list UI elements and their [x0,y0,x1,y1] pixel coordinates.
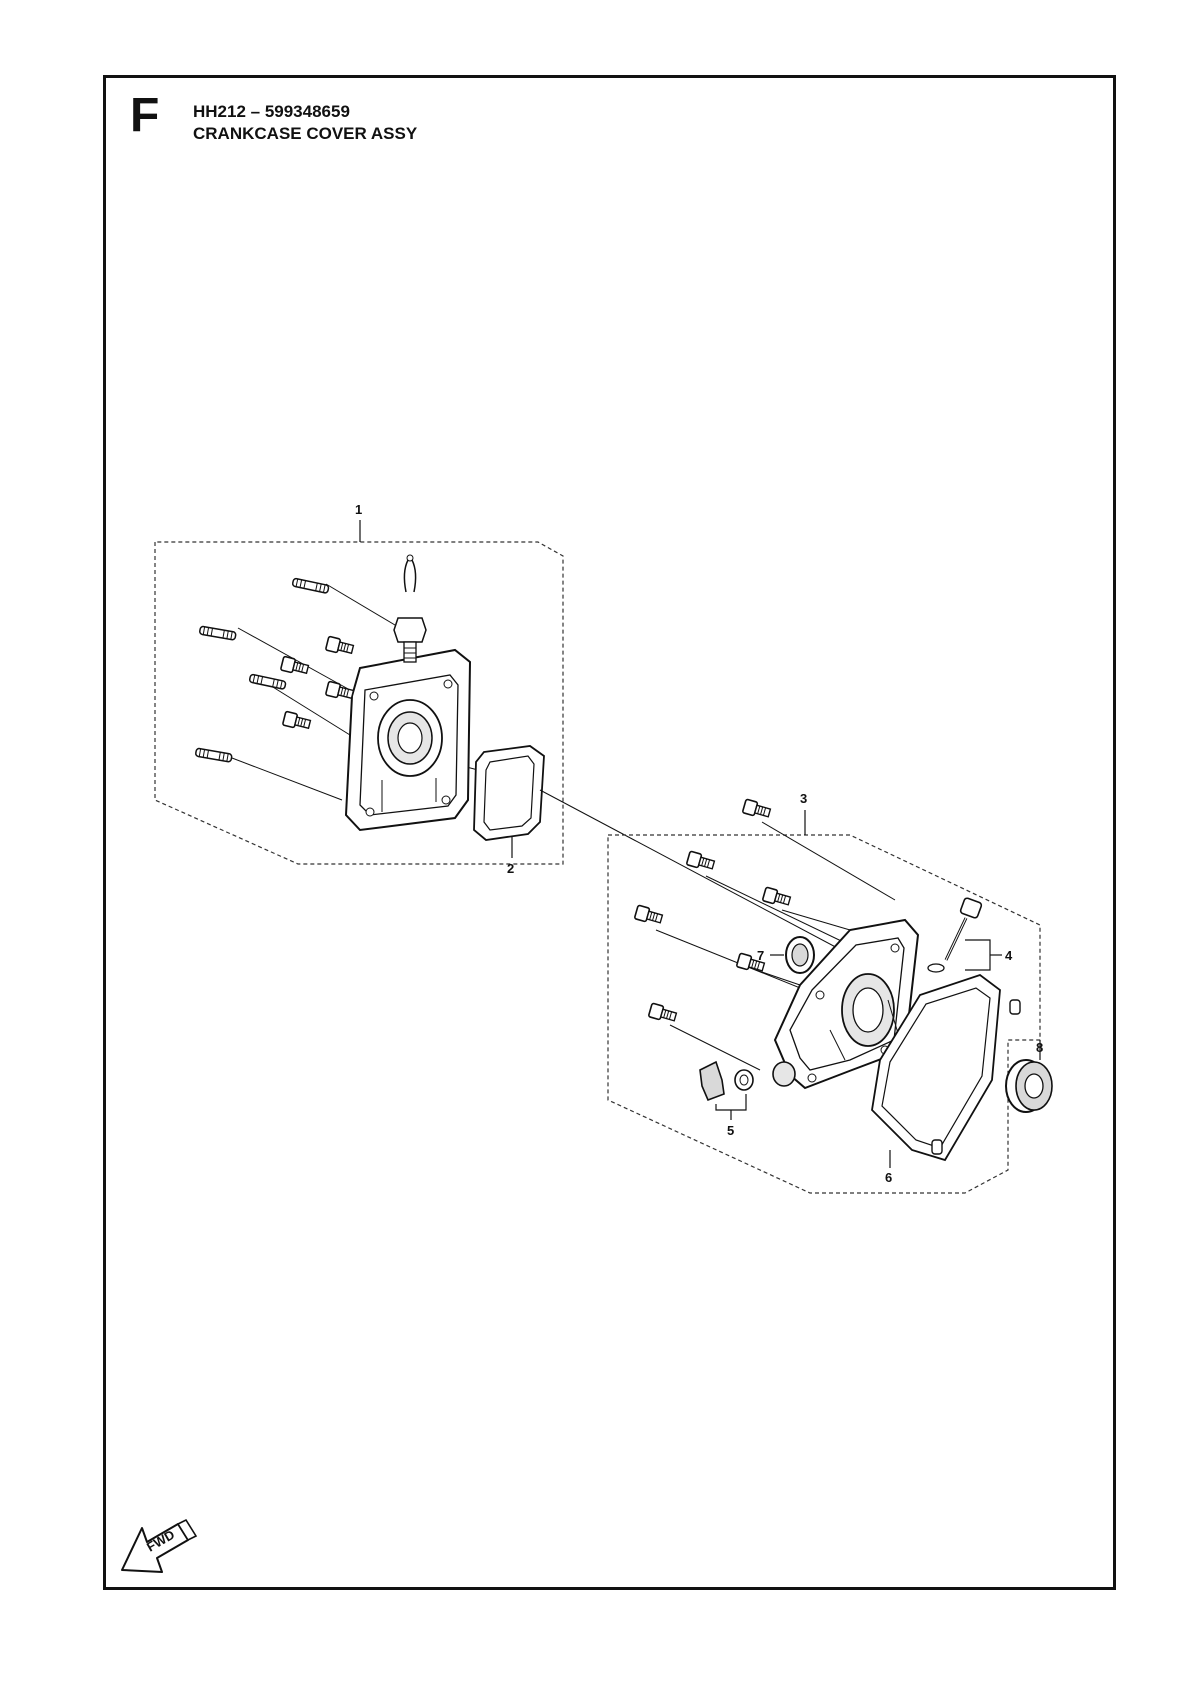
bolt-4 [281,710,312,732]
bolt-3 [324,680,355,702]
model-number: HH212 – 599348659 [193,102,350,121]
group-1-bounding-box [154,541,564,865]
bolt-5 [741,798,773,821]
drain-plug-5 [699,1060,796,1102]
stud-2 [198,625,237,641]
fwd-arrow-icon: FWD [121,1518,198,1573]
cotter-pin [403,554,417,593]
bolt-10 [647,1002,679,1025]
gasket-6 [871,973,1001,1162]
bolt-7 [761,886,793,909]
shaft-axis-line [539,789,861,961]
oil-seal-7 [785,936,815,974]
bolt-8 [633,904,665,927]
bolt-2 [279,655,310,677]
callout-1: 1 [355,502,362,517]
page-frame [103,75,1116,1590]
callout-3: 3 [800,791,807,806]
dowel-pin-upper [1009,999,1021,1015]
title-block: HH212 – 599348659 CRANKCASE COVER ASSY [193,101,417,145]
bolt-1 [324,635,355,657]
callout-4-bracket [965,939,991,971]
bearing-8 [1005,1059,1053,1113]
callout-2: 2 [507,861,514,876]
gasket-2 [473,745,545,841]
callout-4: 4 [1005,948,1013,963]
callout-6: 6 [885,1170,892,1185]
crankcase-cover [773,918,920,1090]
assembly-title: CRANKCASE COVER ASSY [193,124,418,143]
group-3-bounding-box [607,834,1041,1194]
drain-plug [393,617,427,663]
dipstick-4 [927,897,983,973]
stud-1 [291,577,330,595]
section-letter: F [130,89,160,142]
stud-3 [248,673,287,691]
callout-7: 7 [757,948,764,963]
bolt-6 [685,850,717,873]
callout-5-bracket [715,1094,747,1111]
dowel-pin-lower [931,1139,943,1155]
stud-4 [194,747,233,763]
callout-5: 5 [727,1123,734,1138]
callout-8: 8 [1036,1040,1043,1055]
crankcase-side-plate [344,648,472,832]
